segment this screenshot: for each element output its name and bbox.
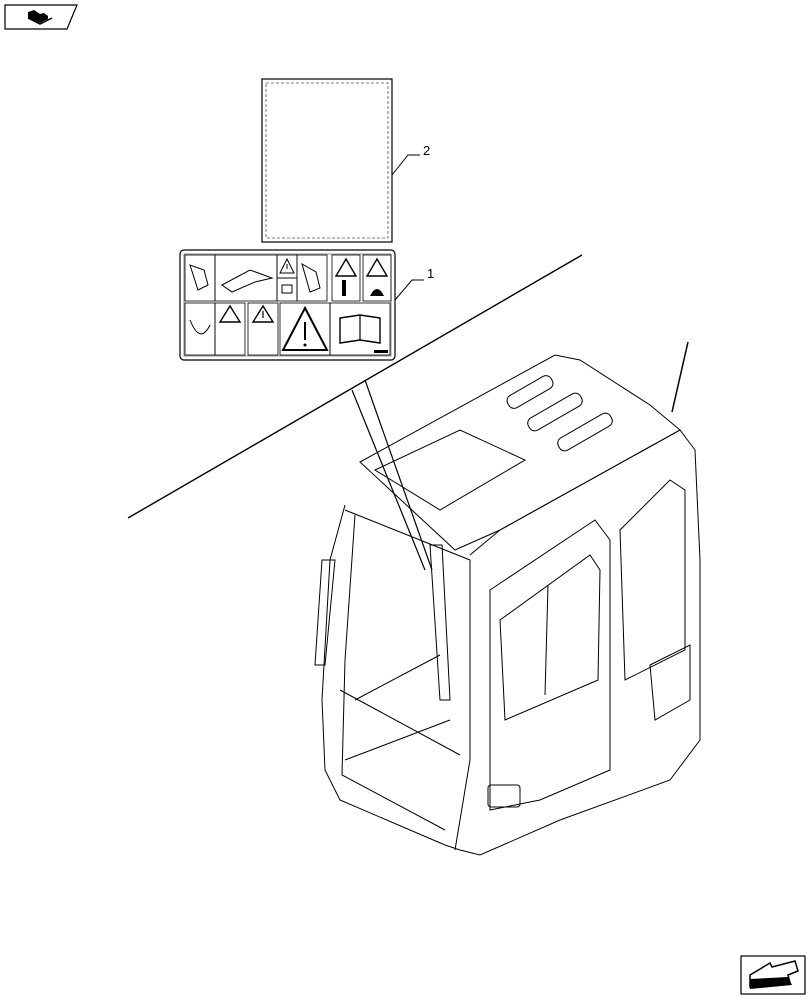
- next-arrow-icon: [740, 955, 806, 995]
- operator-cab: [314, 341, 701, 856]
- safety-decal-sheet: [179, 249, 396, 361]
- book-back-icon: [4, 4, 78, 30]
- back-nav-button[interactable]: [4, 4, 78, 30]
- callout-2: 2: [423, 143, 431, 158]
- callout-1: 1: [427, 266, 435, 281]
- next-nav-button[interactable]: [740, 955, 806, 995]
- blank-decal-sheet: [261, 78, 393, 243]
